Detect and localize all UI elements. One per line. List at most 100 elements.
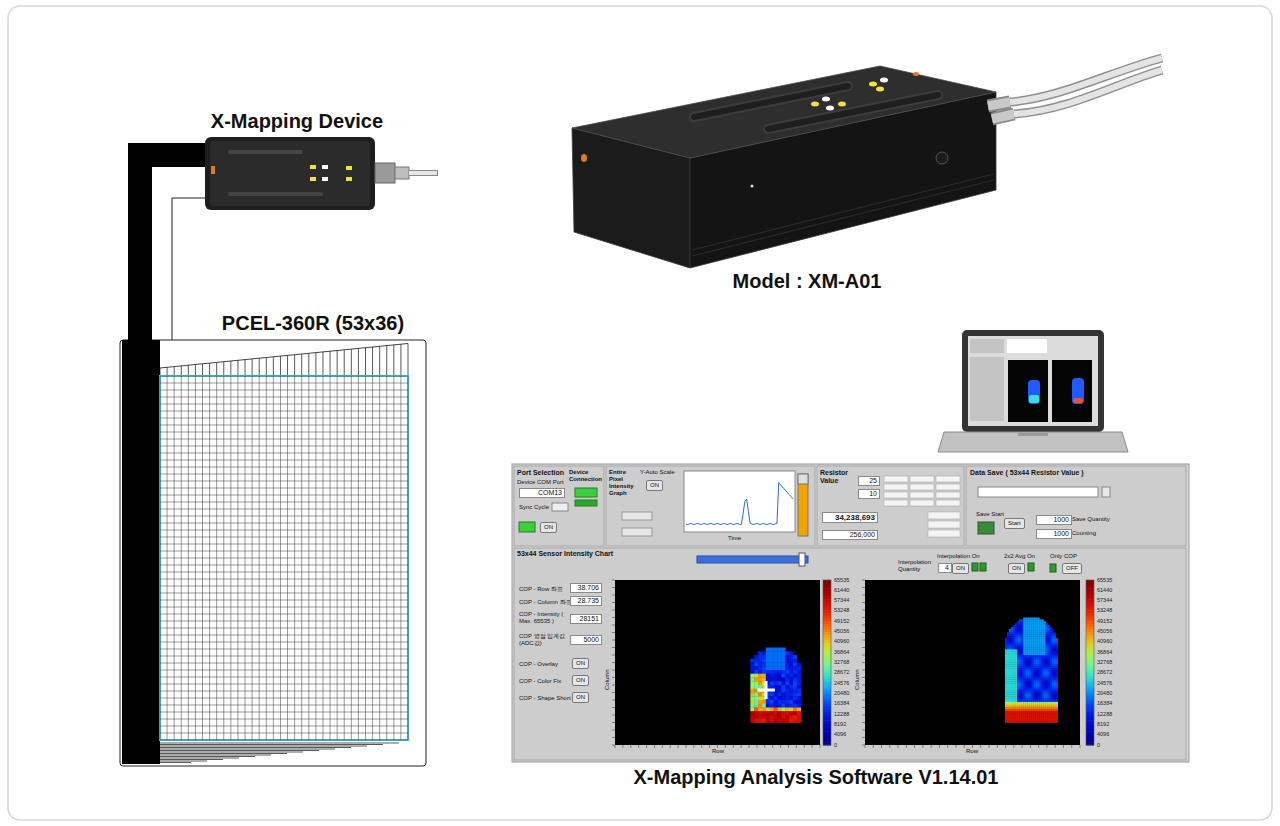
- heat-cell: [1048, 681, 1050, 683]
- heat-cell: [1031, 634, 1033, 636]
- heat-cell: [1027, 704, 1029, 706]
- heat-cell: [793, 696, 797, 700]
- heat-cell: [774, 674, 778, 678]
- heat-cell: [1025, 638, 1027, 640]
- heat-cell: [1027, 636, 1029, 638]
- toggle-button: Start: [1004, 518, 1025, 529]
- heat-cell: [766, 666, 770, 670]
- heat-cell: [1013, 698, 1015, 700]
- heat-cell: [766, 715, 770, 719]
- heat-cell: [1041, 721, 1043, 723]
- heat-cell: [1025, 621, 1027, 623]
- heat-cell: [1031, 674, 1033, 676]
- heat-cell: [1019, 627, 1021, 629]
- heat-cell: [1009, 704, 1011, 706]
- heat-cell: [1041, 694, 1043, 696]
- heat-cell: [1050, 638, 1052, 640]
- heat-cell: [1054, 719, 1056, 721]
- heat-cell: [1029, 664, 1031, 666]
- heat-cell: [1005, 721, 1007, 723]
- heat-cell: [1052, 649, 1054, 651]
- heat-cell: [1046, 627, 1048, 629]
- heat-cell: [777, 659, 781, 663]
- heat-cell: [1048, 659, 1050, 661]
- heat-cell: [1029, 633, 1031, 635]
- table-cell: [884, 492, 908, 498]
- heat-cell: [1048, 721, 1050, 723]
- heat-cell: [1033, 678, 1035, 680]
- heat-cell: [1025, 694, 1027, 696]
- heat-cell: [1007, 700, 1009, 702]
- heat-cell: [1021, 713, 1023, 715]
- heat-cell: [1025, 636, 1027, 638]
- heat-cell: [1009, 644, 1011, 646]
- heat-cell: [758, 719, 762, 723]
- slider-knob: [799, 553, 805, 566]
- heat-cell: [1007, 676, 1009, 678]
- heat-cell: [1043, 657, 1045, 659]
- heat-cell: [1031, 664, 1033, 666]
- heat-cell: [1027, 625, 1029, 627]
- heat-cell: [1035, 687, 1037, 689]
- heat-cell: [1031, 681, 1033, 683]
- heat-cell: [1035, 691, 1037, 693]
- heat-cell: [1041, 711, 1043, 713]
- heat-cell: [1017, 633, 1019, 635]
- heat-cell: [1011, 676, 1013, 678]
- heat-cell: [1048, 696, 1050, 698]
- heat-cell: [770, 648, 774, 652]
- heat-cell: [1005, 704, 1007, 706]
- heat-cell: [1027, 666, 1029, 668]
- heat-cell: [777, 696, 781, 700]
- heat-cell: [1050, 706, 1052, 708]
- heat-cell: [1048, 663, 1050, 665]
- heat-cell: [1007, 713, 1009, 715]
- ui-label: Save Quantity: [1072, 516, 1110, 523]
- table-cell: [936, 500, 960, 506]
- heat-cell: [1046, 646, 1048, 648]
- heat-cell: [1056, 709, 1058, 711]
- colorbar-tick: 0: [1097, 742, 1100, 748]
- heat-cell: [1035, 696, 1037, 698]
- heat-cell: [1021, 709, 1023, 711]
- heat-cell: [1037, 636, 1039, 638]
- heat-cell: [1027, 663, 1029, 665]
- heat-cell: [1009, 678, 1011, 680]
- heat-cell: [1009, 689, 1011, 691]
- heat-cell: [1029, 706, 1031, 708]
- heat-cell: [1009, 668, 1011, 670]
- heat-cell: [1015, 664, 1017, 666]
- device-slot: [694, 86, 848, 117]
- heat-cell: [1052, 653, 1054, 655]
- heat-cell: [1029, 678, 1031, 680]
- heat-cell: [1050, 687, 1052, 689]
- heat-cell: [1039, 717, 1041, 719]
- heat-cell: [1011, 702, 1013, 704]
- heat-cell: [762, 663, 766, 667]
- heat-cell: [1052, 696, 1054, 698]
- heat-cell: [1033, 657, 1035, 659]
- heat-cell: [1019, 666, 1021, 668]
- heat-cell: [750, 681, 754, 685]
- heat-cell: [1007, 698, 1009, 700]
- heat-cell: [1054, 689, 1056, 691]
- heat-cell: [1025, 702, 1027, 704]
- heat-cell: [1039, 713, 1041, 715]
- heat-cell: [1039, 683, 1041, 685]
- heat-cell: [1046, 640, 1048, 642]
- laptop-notch: [1018, 433, 1048, 436]
- heat-cell: [1056, 640, 1058, 642]
- heat-cell: [1050, 668, 1052, 670]
- heat-cell: [1017, 693, 1019, 695]
- heat-cell: [1052, 648, 1054, 650]
- heat-cell: [1052, 661, 1054, 663]
- colorbar-frame: [1086, 580, 1094, 745]
- heat-cell: [1052, 704, 1054, 706]
- heat-cell: [1056, 689, 1058, 691]
- heat-cell: [777, 693, 781, 697]
- cable: [1010, 58, 1162, 114]
- device-led: [581, 154, 587, 162]
- heat-cell: [1005, 691, 1007, 693]
- heat-cell: [1017, 685, 1019, 687]
- heat-cell: [762, 651, 766, 655]
